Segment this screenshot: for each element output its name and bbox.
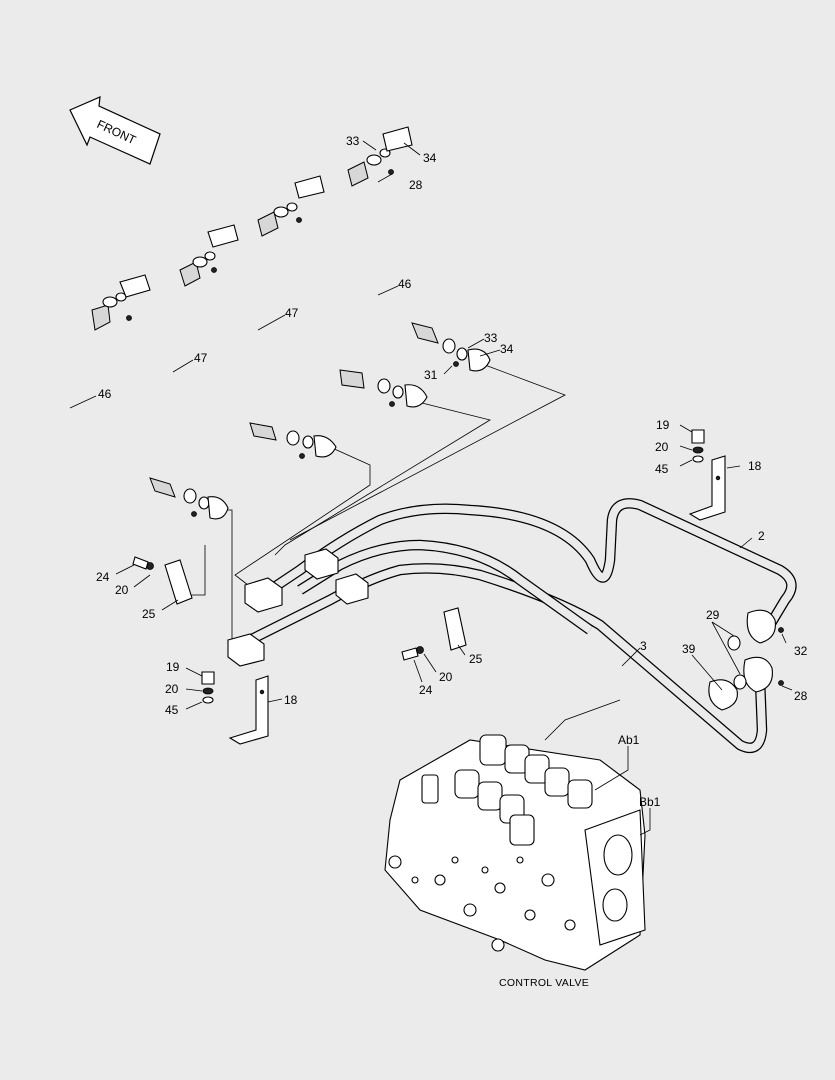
callout-25: 25: [469, 652, 483, 666]
hose-46-left: [49, 274, 229, 520]
callout-leaders: [69, 140, 793, 836]
clamp-25-right: [401, 607, 467, 661]
callout-2: 2: [758, 529, 765, 543]
hose-47-left: [134, 224, 337, 459]
callout-47: 47: [285, 306, 299, 320]
callout-45: 45: [165, 703, 179, 717]
hose-46-right: [309, 126, 491, 372]
callout-18: 18: [284, 693, 298, 707]
callout-39: 39: [682, 642, 696, 656]
callout-24: 24: [96, 570, 110, 584]
callout-20: 20: [115, 583, 129, 597]
connection-leader-lines: [190, 364, 621, 741]
pipe-clamp-blocks: [227, 548, 369, 667]
callout-45: 45: [655, 462, 669, 476]
port-label-bb1: Bb1: [639, 795, 661, 809]
callout-labels: 33 34 28 46 47 47 46 33 34 31 19 20 45 1…: [96, 134, 808, 809]
callout-20: 20: [655, 440, 669, 454]
hose-47-right: [219, 175, 428, 408]
front-direction-arrow: FRONT: [69, 96, 161, 165]
callout-46: 46: [98, 387, 112, 401]
steel-pipes: [247, 498, 797, 754]
callout-19: 19: [656, 418, 670, 432]
callout-34: 34: [500, 342, 514, 356]
callout-24: 24: [419, 683, 433, 697]
callout-25: 25: [142, 607, 156, 621]
callout-31: 31: [424, 368, 438, 382]
callout-33: 33: [346, 134, 360, 148]
callout-28: 28: [794, 689, 808, 703]
callout-28: 28: [409, 178, 423, 192]
callout-29: 29: [706, 608, 720, 622]
callout-34: 34: [423, 151, 437, 165]
callout-32: 32: [794, 644, 808, 658]
callout-19: 19: [166, 660, 180, 674]
callout-46: 46: [398, 277, 412, 291]
callout-20: 20: [165, 682, 179, 696]
clamp-25-left: [132, 556, 193, 605]
pipe-end-flanges: [708, 609, 784, 711]
bracket-18-right: [688, 429, 726, 521]
control-valve-caption: CONTROL VALVE: [499, 977, 589, 989]
control-valve: [384, 734, 646, 971]
callout-3: 3: [640, 639, 647, 653]
callout-33: 33: [484, 331, 498, 345]
bracket-18-left: [201, 671, 269, 745]
callout-47: 47: [194, 351, 208, 365]
callout-20: 20: [439, 670, 453, 684]
callout-18: 18: [748, 459, 762, 473]
port-label-ab1: Ab1: [618, 733, 640, 747]
